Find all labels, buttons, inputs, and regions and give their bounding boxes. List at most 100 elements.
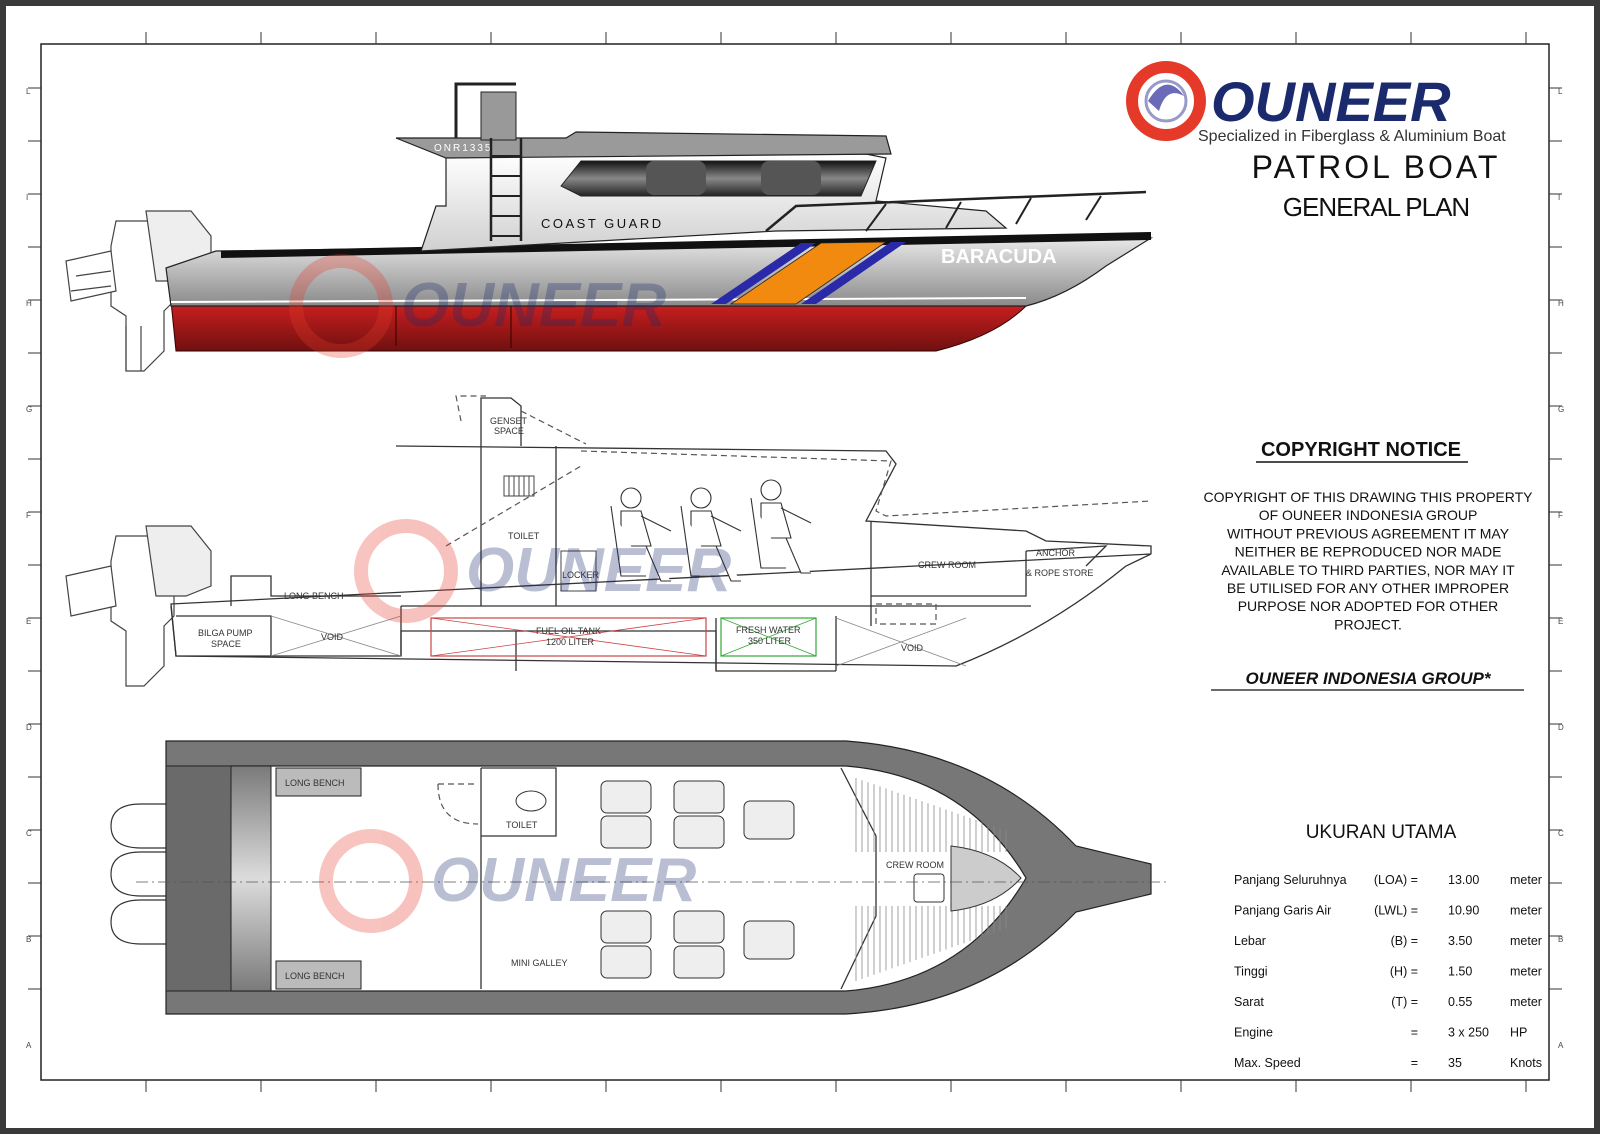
brand-name: OUNEER [1211, 70, 1451, 133]
copyright-heading: COPYRIGHT NOTICE [1261, 439, 1461, 461]
spec-unit: meter [1510, 873, 1542, 887]
brand-tagline: Specialized in Fiberglass & Aluminium Bo… [1198, 128, 1506, 145]
copyright-line: NEITHER BE REPRODUCED NOR MADE [1235, 544, 1502, 560]
border-letter-left: A [26, 1041, 32, 1050]
long-bench-bottom-label: LONG BENCH [285, 971, 345, 981]
border-letter-left: F [26, 511, 31, 520]
spec-name: Max. Speed [1234, 1056, 1301, 1070]
fresh-water-label-1: FRESH WATER [736, 625, 801, 635]
genset-label-2: SPACE [494, 426, 524, 436]
spec-name: Panjang Seluruhnya [1234, 873, 1347, 887]
copyright-line: OF OUNEER INDONESIA GROUP [1259, 507, 1478, 523]
outboard-engines-profile [65, 210, 212, 372]
fresh-water-label-2: 350 LITER [748, 636, 792, 646]
seats-plan [600, 780, 795, 979]
border-letter-left: I [26, 193, 28, 202]
hull-code-text: ONR1335 [434, 143, 492, 154]
coast-guard-text: COAST GUARD [541, 216, 664, 231]
main-dimensions: UKURAN UTAMA Panjang Seluruhnya (LOA) = 13… [1234, 822, 1542, 1070]
void-label-2: VOID [901, 643, 924, 653]
border-letter-right: G [1558, 405, 1564, 414]
spec-symbol: (LOA) = [1374, 873, 1418, 887]
mini-galley-label: MINI GALLEY [511, 958, 568, 968]
copyright-line: BE UTILISED FOR ANY OTHER IMPROPER [1227, 580, 1509, 596]
locker-label: LOCKER [562, 570, 600, 580]
spec-name: Engine [1234, 1026, 1273, 1040]
plan-view: LONG BENCH LONG BENCH TOILET MINI GALLEY… [110, 740, 1166, 1015]
border-letter-right: H [1558, 299, 1564, 308]
spec-symbol: (B) = [1391, 934, 1418, 948]
copyright-line: COPYRIGHT OF THIS DRAWING THIS PROPERTY [1203, 489, 1533, 505]
crew-room-label-plan: CREW ROOM [886, 860, 944, 870]
border-letter-right: B [1558, 935, 1563, 944]
spec-unit: Knots [1510, 1056, 1542, 1070]
spec-value: 13.00 [1448, 873, 1479, 887]
spec-value: 0.55 [1448, 995, 1472, 1009]
copyright-line: PURPOSE NOR ADOPTED FOR OTHER [1238, 598, 1499, 614]
spec-value: 3.50 [1448, 934, 1472, 948]
spec-symbol: (T) = [1391, 995, 1418, 1009]
border-letter-right: I [1558, 193, 1560, 202]
copyright-company: OUNEER INDONESIA GROUP* [1246, 669, 1492, 688]
copyright-line: AVAILABLE TO THIRD PARTIES, NOR MAY IT [1221, 562, 1515, 578]
spec-name: Sarat [1234, 995, 1264, 1009]
border-letter-right: L [1558, 87, 1563, 96]
spec-unit: meter [1510, 904, 1542, 918]
void-label-1: VOID [321, 632, 344, 642]
spec-unit: meter [1510, 965, 1542, 979]
copyright-notice: COPYRIGHT NOTICE COPYRIGHT OF THIS DRAWI… [1203, 439, 1533, 691]
fuel-tank-label-2: 1200 LITER [546, 637, 595, 647]
genset-label-1: GENSET [490, 416, 528, 426]
spec-symbol: (LWL) = [1374, 904, 1418, 918]
border-letter-right: D [1558, 723, 1564, 732]
watermark-2: OUNEER [354, 519, 731, 623]
anchor-label-1: ANCHOR [1036, 548, 1076, 558]
crew-room-label-section: CREW ROOM [918, 560, 976, 570]
watermark-3: OUNEER [319, 829, 696, 933]
spec-value: 35 [1448, 1056, 1462, 1070]
border-letter-right: E [1558, 617, 1563, 626]
spec-row: Engine = 3 x 250 HP [1234, 1026, 1527, 1040]
outboard-engines-plan [110, 803, 172, 945]
outboard-engines-section [65, 525, 212, 687]
copyright-line: PROJECT. [1334, 616, 1402, 632]
long-bench-top-label: LONG BENCH [285, 778, 345, 788]
svg-text:OUNEER: OUNEER [401, 271, 666, 340]
watermark-group: OUNEER OUNEER OUNEER [289, 254, 731, 933]
anchor-label-2: & ROPE STORE [1026, 568, 1093, 578]
bilga-label-1: BILGA PUMP [198, 628, 253, 638]
toilet-label-plan: TOILET [506, 820, 538, 830]
spec-name: Tinggi [1234, 965, 1268, 979]
border-letter-right: F [1558, 511, 1563, 520]
svg-text:OUNEER: OUNEER [466, 536, 731, 605]
border-letter-left: G [26, 405, 32, 414]
fuel-tank-label-1: FUEL OIL TANK [536, 626, 601, 636]
border-letter-left: D [26, 723, 32, 732]
spec-name: Lebar [1234, 934, 1266, 948]
spec-row: Lebar (B) = 3.50 meter [1234, 934, 1542, 948]
border-letter-left: C [26, 829, 32, 838]
spec-unit: meter [1510, 934, 1542, 948]
watermark-1: OUNEER [289, 254, 666, 358]
toilet-label-section: TOILET [508, 531, 540, 541]
title-sub: GENERAL PLAN [1283, 192, 1469, 222]
copyright-line: WITHOUT PREVIOUS AGREEMENT IT MAY [1227, 525, 1510, 541]
border-letter-right: C [1558, 829, 1564, 838]
specs-heading: UKURAN UTAMA [1306, 822, 1457, 843]
spec-value: 10.90 [1448, 904, 1479, 918]
spec-unit: HP [1510, 1026, 1527, 1040]
spec-unit: meter [1510, 995, 1542, 1009]
section-view: GENSET SPACE TOILET LOCKER CREW ROOM ANC… [65, 395, 1152, 687]
spec-symbol: = [1411, 1026, 1418, 1040]
brand-logo: OUNEER Specialized in Fiberglass & Alumi… [1126, 61, 1506, 145]
crew-figures [610, 479, 812, 582]
border-letter-left: H [26, 299, 32, 308]
spec-value: 3 x 250 [1448, 1026, 1489, 1040]
spec-symbol: (H) = [1390, 965, 1418, 979]
